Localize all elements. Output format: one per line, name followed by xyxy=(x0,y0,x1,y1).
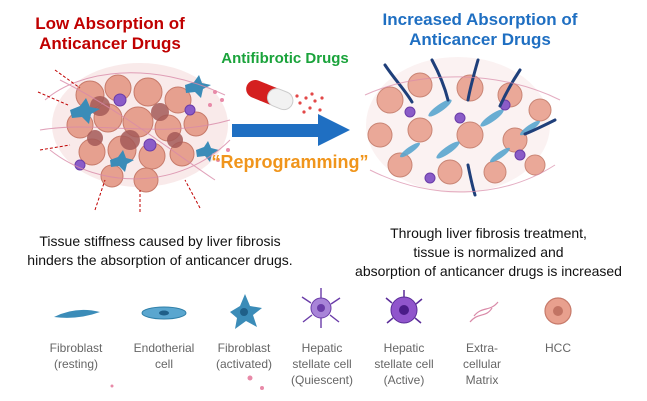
treatment-arrow xyxy=(232,114,350,146)
extracellular-matrix-icon xyxy=(469,301,499,323)
legend-line: Matrix xyxy=(465,373,499,387)
hcc-icon xyxy=(544,297,572,325)
legend-label-stellate-quiescent: Hepatic stellate cell (Quiescent) xyxy=(284,340,360,388)
legend-label-ecm: Extra- cellular Matrix xyxy=(450,340,514,388)
process-label: “Reprogramming” xyxy=(211,152,369,172)
left-title-line2: Anticancer Drugs xyxy=(39,34,181,53)
normalized-tissue-cluster xyxy=(364,57,561,197)
legend-label-stellate-active: Hepatic stellate cell (Active) xyxy=(366,340,442,388)
fibroblast-activated-icon xyxy=(230,294,262,329)
legend-line: stellate cell xyxy=(374,357,434,371)
right-title: Increased Absorption of Anticancer Drugs xyxy=(350,10,610,50)
right-title-line1: Increased Absorption of xyxy=(382,10,578,29)
right-caption: Through liver fibrosis treatment, tissue… xyxy=(330,224,647,281)
legend-line: cell xyxy=(154,357,173,371)
legend-label-fibroblast-activated: Fibroblast (activated) xyxy=(206,340,282,372)
legend-icons xyxy=(54,288,572,329)
decorative-dots xyxy=(110,375,264,390)
legend-line: Endotherial xyxy=(133,341,195,355)
left-caption-line2: hinders the absorption of anticancer dru… xyxy=(27,252,293,268)
legend-line: Extra- xyxy=(465,341,498,355)
legend-line: Fibroblast xyxy=(49,341,103,355)
drug-particles xyxy=(295,92,324,114)
legend-line: cellular xyxy=(462,357,501,371)
hepatic-stellate-active-icon xyxy=(385,290,423,324)
left-caption-line1: Tissue stiffness caused by liver fibrosi… xyxy=(39,233,281,249)
legend-label-fibroblast-resting: Fibroblast (resting) xyxy=(40,340,112,372)
legend-line: Hepatic xyxy=(383,341,425,355)
legend-line: Fibroblast xyxy=(217,341,271,355)
legend-line: Hepatic xyxy=(301,341,343,355)
fibroblast-resting-icon xyxy=(54,309,100,318)
drug-capsule-icon xyxy=(246,80,294,111)
legend-line: (resting) xyxy=(53,357,98,371)
legend-line: (activated) xyxy=(215,357,273,371)
fibrotic-tissue-cluster xyxy=(37,63,231,212)
drug-label: Antifibrotic Drugs xyxy=(221,50,349,67)
legend-line: (Quiescent) xyxy=(290,373,354,387)
legend-line: HCC xyxy=(545,341,571,355)
endothelial-cell-icon xyxy=(141,306,187,320)
legend-label-hcc: HCC xyxy=(530,340,586,356)
right-title-line2: Anticancer Drugs xyxy=(409,30,551,49)
hepatic-stellate-quiescent-icon xyxy=(301,288,341,328)
left-caption: Tissue stiffness caused by liver fibrosi… xyxy=(0,232,320,270)
legend-label-endothelial: Endotherial cell xyxy=(128,340,200,372)
right-caption-line1: Through liver fibrosis treatment, xyxy=(390,225,587,241)
legend-line: (Active) xyxy=(383,373,425,387)
right-caption-line2: tissue is normalized and xyxy=(413,244,564,260)
left-title-line1: Low Absorption of xyxy=(35,14,185,33)
right-caption-line3: absorption of anticancer drugs is increa… xyxy=(355,263,622,279)
legend-line: stellate cell xyxy=(292,357,352,371)
left-title: Low Absorption of Anticancer Drugs xyxy=(10,14,210,54)
